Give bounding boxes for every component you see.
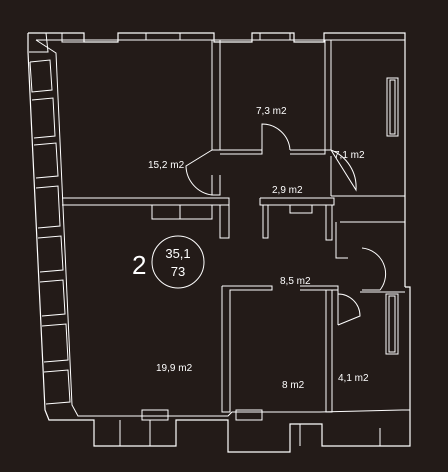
unit-circle — [151, 235, 205, 289]
room-label-19-9: 19,9 m2 — [156, 363, 193, 374]
unit-area: 35,1 — [165, 246, 190, 261]
room-label-7-1: 7,1 m2 — [334, 150, 365, 161]
room-labels: 15,2 m2 7,3 m2 7,1 m2 2,9 m2 8,5 m2 19,9… — [148, 106, 369, 391]
interior-walls — [62, 40, 405, 413]
room-label-2-9: 2,9 m2 — [272, 185, 303, 196]
room-label-15-2: 15,2 m2 — [148, 160, 185, 171]
outer-walls — [27, 32, 411, 453]
unit-marker: 2 35,1 73 — [132, 235, 205, 289]
room-label-8-5: 8,5 m2 — [280, 276, 311, 287]
facade-stones — [28, 32, 381, 446]
room-label-7-3: 7,3 m2 — [256, 106, 287, 117]
room-label-8: 8 m2 — [282, 380, 305, 391]
room-label-4-1: 4,1 m2 — [338, 373, 369, 384]
unit-number: 2 — [132, 250, 146, 280]
door-swings — [185, 123, 387, 291]
unit-code: 73 — [171, 264, 185, 279]
